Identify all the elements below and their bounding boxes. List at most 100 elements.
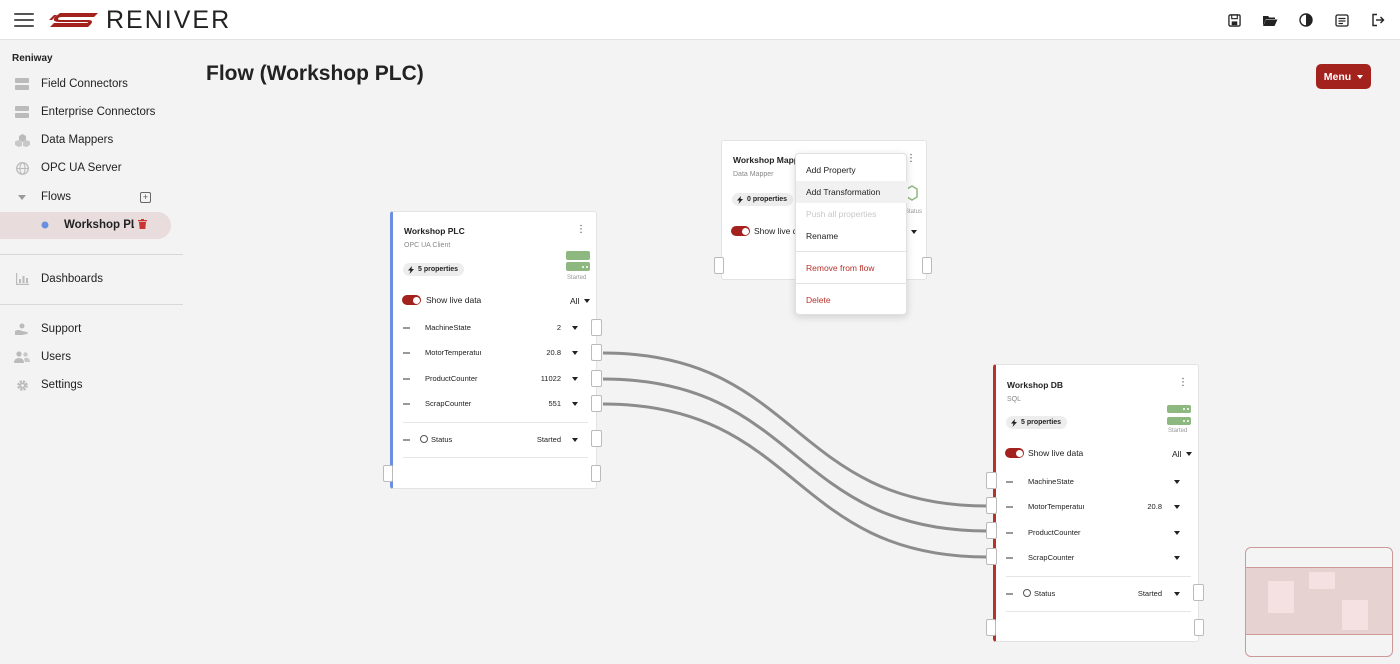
output-port[interactable]: [591, 344, 602, 361]
caret-down-icon[interactable]: [1174, 531, 1180, 535]
menu-item-add-property[interactable]: Add Property: [806, 165, 856, 175]
drag-handle-icon[interactable]: [403, 378, 410, 380]
drag-handle-icon[interactable]: [1006, 532, 1013, 534]
property-row[interactable]: ScrapCounter: [1006, 551, 1186, 565]
brand-logo[interactable]: RENIVER: [48, 5, 232, 34]
node-workshop-db[interactable]: Workshop DB SQL ⋮ 5 properties Started S…: [993, 364, 1199, 642]
wire-product-counter[interactable]: [602, 377, 988, 533]
node-title: Workshop DB: [1007, 380, 1064, 390]
property-row[interactable]: MachineState: [1006, 475, 1186, 489]
input-port[interactable]: [986, 497, 997, 514]
property-row[interactable]: ProductCounter: [1006, 526, 1186, 540]
menu-item-rename[interactable]: Rename: [806, 231, 839, 241]
node-input-handle[interactable]: [383, 465, 393, 482]
caret-down-icon[interactable]: [572, 402, 578, 406]
property-row[interactable]: MotorTemperature 20.8: [403, 346, 583, 360]
folder-open-icon[interactable]: [1260, 10, 1280, 30]
input-port[interactable]: [986, 522, 997, 539]
trash-icon[interactable]: [138, 218, 147, 232]
property-name: ProductCounter: [1028, 528, 1081, 537]
output-port[interactable]: [591, 319, 602, 336]
live-data-toggle[interactable]: [402, 295, 421, 305]
filter-select[interactable]: All: [1172, 449, 1193, 459]
cubes-icon: [14, 133, 30, 147]
minimap-node: [1268, 581, 1294, 613]
caret-down-icon[interactable]: [1174, 480, 1180, 484]
drag-handle-icon[interactable]: [403, 327, 410, 329]
save-icon[interactable]: [1224, 10, 1244, 30]
menu-button[interactable]: Menu: [1316, 64, 1371, 89]
menu-item-delete[interactable]: Delete: [806, 295, 831, 305]
notes-icon[interactable]: [1332, 10, 1352, 30]
drag-handle-icon[interactable]: [1006, 506, 1013, 508]
kebab-menu-icon[interactable]: ⋮: [576, 224, 586, 235]
sidebar-item-users[interactable]: Users: [0, 344, 183, 370]
caret-down-icon[interactable]: [1174, 592, 1180, 596]
caret-down-icon[interactable]: [572, 351, 578, 355]
contrast-icon[interactable]: [1296, 10, 1316, 30]
node-input-handle[interactable]: [714, 257, 724, 274]
output-port[interactable]: [591, 395, 602, 412]
sidebar-item-enterprise-connectors[interactable]: Enterprise Connectors: [0, 99, 183, 125]
wire-scrap-counter[interactable]: [602, 402, 988, 559]
bolt-icon: [408, 265, 414, 274]
sidebar-item-support[interactable]: Support: [0, 316, 183, 342]
property-row[interactable]: MotorTemperature 20.8: [1006, 500, 1186, 514]
drag-handle-icon[interactable]: [1006, 481, 1013, 483]
sidebar-item-workshop-plc[interactable]: Workshop PLC: [0, 212, 183, 238]
property-row[interactable]: ScrapCounter 551: [403, 397, 583, 411]
hamburger-menu-icon[interactable]: [14, 13, 34, 27]
live-data-label: Show live data: [754, 226, 796, 236]
drag-handle-icon[interactable]: [1006, 593, 1013, 595]
row-divider: [403, 457, 588, 458]
flow-minimap[interactable]: [1245, 547, 1393, 657]
add-flow-button[interactable]: +: [140, 191, 151, 203]
node-workshop-plc[interactable]: Workshop PLC OPC UA Client ⋮ 5 propertie…: [390, 211, 597, 489]
sidebar-item-flows[interactable]: Flows +: [0, 184, 183, 210]
logout-icon[interactable]: [1368, 10, 1388, 30]
menu-item-remove-from-flow[interactable]: Remove from flow: [806, 263, 875, 273]
property-value: 551: [548, 399, 561, 408]
node-output-handle[interactable]: [591, 465, 601, 482]
property-row[interactable]: ProductCounter 11022: [403, 372, 583, 386]
input-port[interactable]: [986, 548, 997, 565]
live-data-toggle[interactable]: [731, 226, 750, 236]
brand-name: RENIVER: [106, 5, 232, 34]
kebab-menu-icon[interactable]: ⋮: [1178, 377, 1188, 388]
node-output-handle[interactable]: [1194, 619, 1204, 636]
chart-icon: [14, 272, 30, 286]
node-output-handle[interactable]: [922, 257, 932, 274]
menu-separator: [796, 283, 908, 284]
wire-motor-temperature[interactable]: [602, 351, 988, 508]
dot-icon: [40, 218, 50, 232]
caret-down-icon[interactable]: [572, 438, 578, 442]
caret-down-icon[interactable]: [572, 326, 578, 330]
sidebar-item-field-connectors[interactable]: Field Connectors: [0, 71, 183, 97]
output-port[interactable]: [591, 370, 602, 387]
drag-handle-icon[interactable]: [1006, 557, 1013, 559]
filter-select[interactable]: All: [570, 296, 591, 306]
status-row[interactable]: Status Started: [1006, 587, 1186, 601]
status-row[interactable]: Status Started: [403, 433, 583, 447]
caret-down-icon[interactable]: [1174, 505, 1180, 509]
sidebar-item-data-mappers[interactable]: Data Mappers: [0, 127, 183, 153]
sidebar-item-settings[interactable]: Settings: [0, 372, 183, 398]
property-row[interactable]: MachineState 2: [403, 321, 583, 335]
output-port[interactable]: [591, 430, 602, 447]
sidebar-item-dashboards[interactable]: Dashboards: [0, 266, 183, 292]
drag-handle-icon[interactable]: [403, 352, 410, 354]
property-value: 11022: [540, 374, 561, 383]
caret-down-icon[interactable]: [911, 230, 917, 234]
property-name: Status: [431, 435, 453, 444]
kebab-menu-icon[interactable]: ⋮: [906, 153, 916, 164]
menu-item-add-transformation[interactable]: Add Transformation: [796, 181, 908, 203]
live-data-toggle[interactable]: [1005, 448, 1024, 458]
output-port[interactable]: [1193, 584, 1204, 601]
node-input-handle[interactable]: [986, 619, 996, 636]
caret-down-icon[interactable]: [572, 377, 578, 381]
input-port[interactable]: [986, 472, 997, 489]
sidebar-item-opc-ua-server[interactable]: OPC UA Server: [0, 155, 183, 181]
drag-handle-icon[interactable]: [403, 439, 410, 441]
drag-handle-icon[interactable]: [403, 403, 410, 405]
caret-down-icon[interactable]: [1174, 556, 1180, 560]
